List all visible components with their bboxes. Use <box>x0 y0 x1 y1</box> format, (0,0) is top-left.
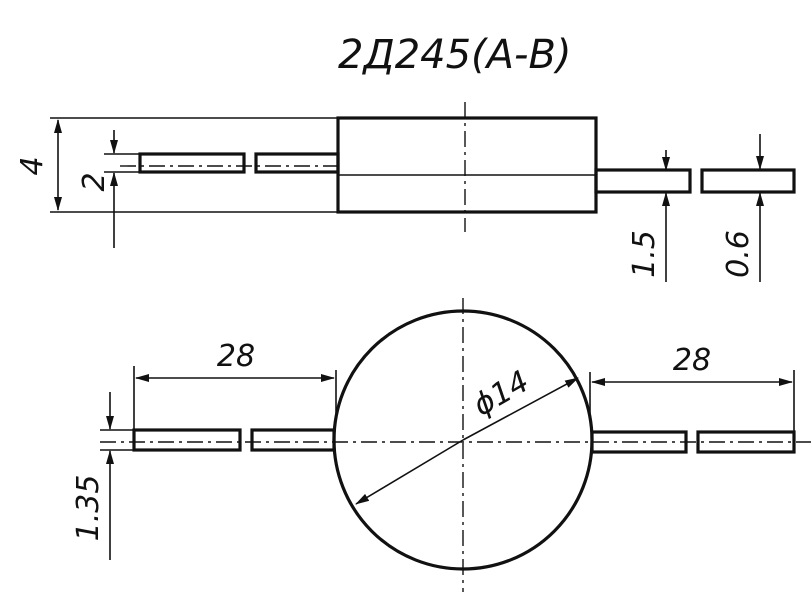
dim-side-label: 1.5 <box>627 230 662 278</box>
right-flat-lead-segment-2 <box>696 430 796 454</box>
left-flat-lead-segment-2 <box>250 428 336 452</box>
right-lead-segment-1 <box>594 168 692 194</box>
dim-end-label: 0.6 <box>721 230 756 278</box>
left-lead-segment-2 <box>254 152 340 174</box>
drawing-title: 2Д245(А-В) <box>338 32 572 78</box>
diameter-line-upper <box>462 377 579 441</box>
right-lead-length-label: 28 <box>673 343 711 378</box>
lead-width-label: 1.35 <box>71 475 106 542</box>
side-view: 4 2 1.5 0.6 <box>15 102 796 282</box>
diameter-line-lower <box>355 439 464 505</box>
diameter-label: ϕ14 <box>467 364 535 423</box>
right-flat-lead-segment-1 <box>590 430 688 454</box>
diode-body <box>336 116 598 214</box>
right-lead-segment-2 <box>700 168 796 194</box>
dim-lead-thickness-label: 2 <box>77 172 112 191</box>
left-flat-lead-segment-1 <box>132 428 242 452</box>
dim-height-label: 4 <box>15 156 50 175</box>
left-lead-segment-1 <box>138 152 246 174</box>
top-view: ϕ14 28 28 1.35 <box>71 298 811 592</box>
left-lead-length-label: 28 <box>217 339 255 374</box>
